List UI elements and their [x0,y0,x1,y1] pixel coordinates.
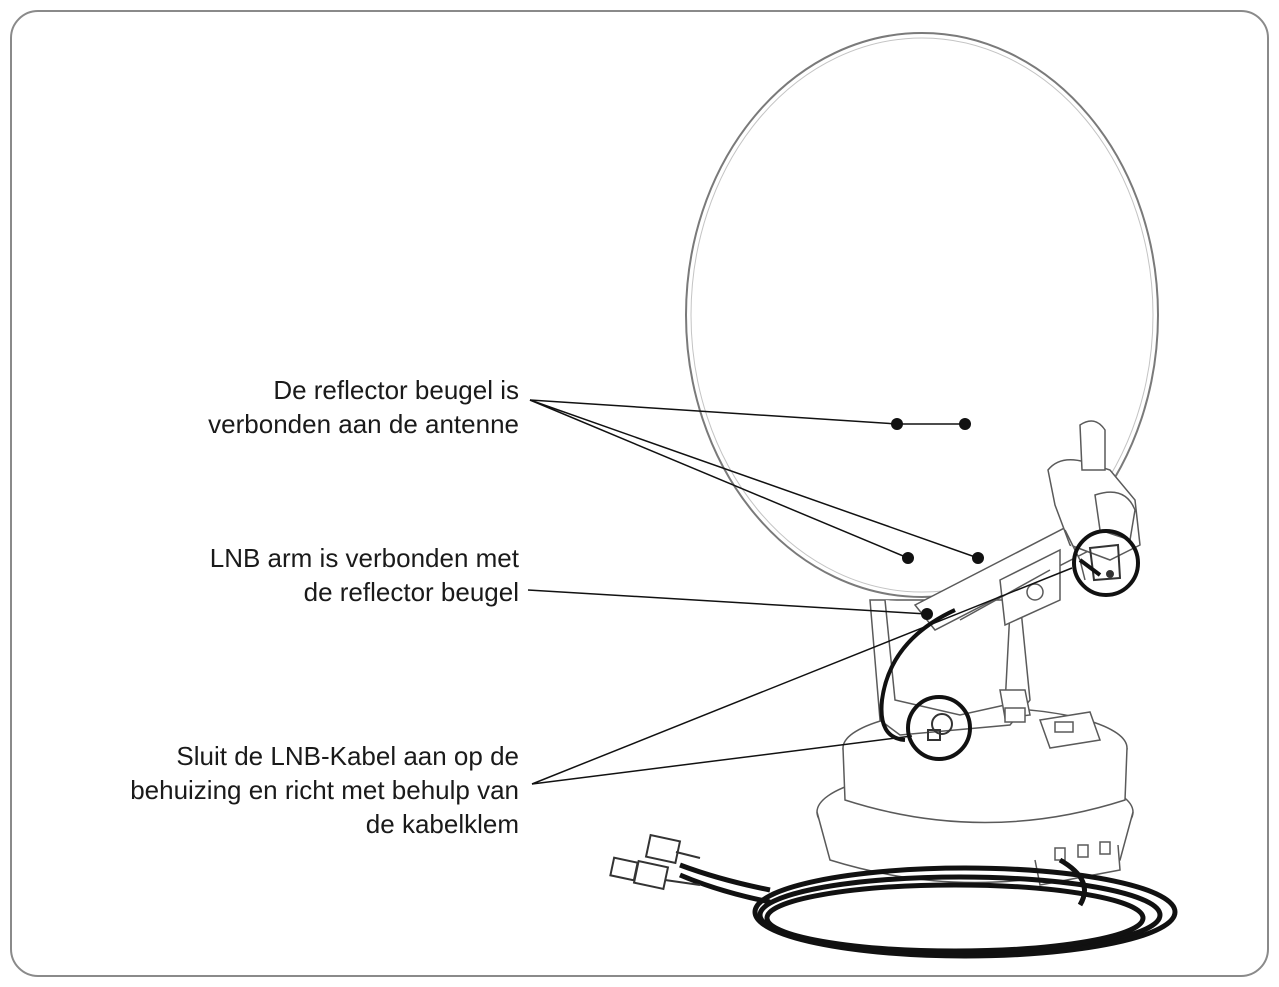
lnb-arm-screw-point [921,608,933,620]
reflector-bracket-label: De reflector beugel is verbonden aan de … [208,373,519,441]
cable-connectors [609,833,701,891]
label-line: de kabelklem [365,809,519,839]
diagram-frame [10,10,1269,977]
cable-leader-lines [531,567,1073,785]
lnb-connector-highlight [1072,529,1140,597]
lnb-cable-label: Sluit de LNB-Kabel aan op de behuizing e… [130,739,519,841]
reflector-leader-lines [529,399,979,559]
reflector-screw-point [902,552,914,564]
housing-connector-highlight [906,695,972,761]
label-line: verbonden aan de antenne [208,409,519,439]
lnb-arm-label: LNB arm is verbonden met de reflector be… [210,541,519,609]
lnb-arm-leader-line [527,589,928,615]
reflector-screw-point [972,552,984,564]
reflector-screw-point [891,418,903,430]
antenna-mount [869,599,1102,749]
reflector-screw-point [959,418,971,430]
housing-connector-detail [927,713,953,741]
dish-rim [690,37,1154,593]
dish-reflector [685,32,1159,598]
label-line: LNB arm is verbonden met [209,543,519,573]
lnb-connector-detail [1078,543,1122,582]
antenna-base [816,707,1134,886]
label-line: Sluit de LNB-Kabel aan op de [176,741,519,771]
label-line: behuizing en richt met behulp van [130,775,519,805]
label-line: de reflector beugel [303,577,519,607]
label-line: De reflector beugel is [273,375,519,405]
coiled-cable [679,857,1178,959]
